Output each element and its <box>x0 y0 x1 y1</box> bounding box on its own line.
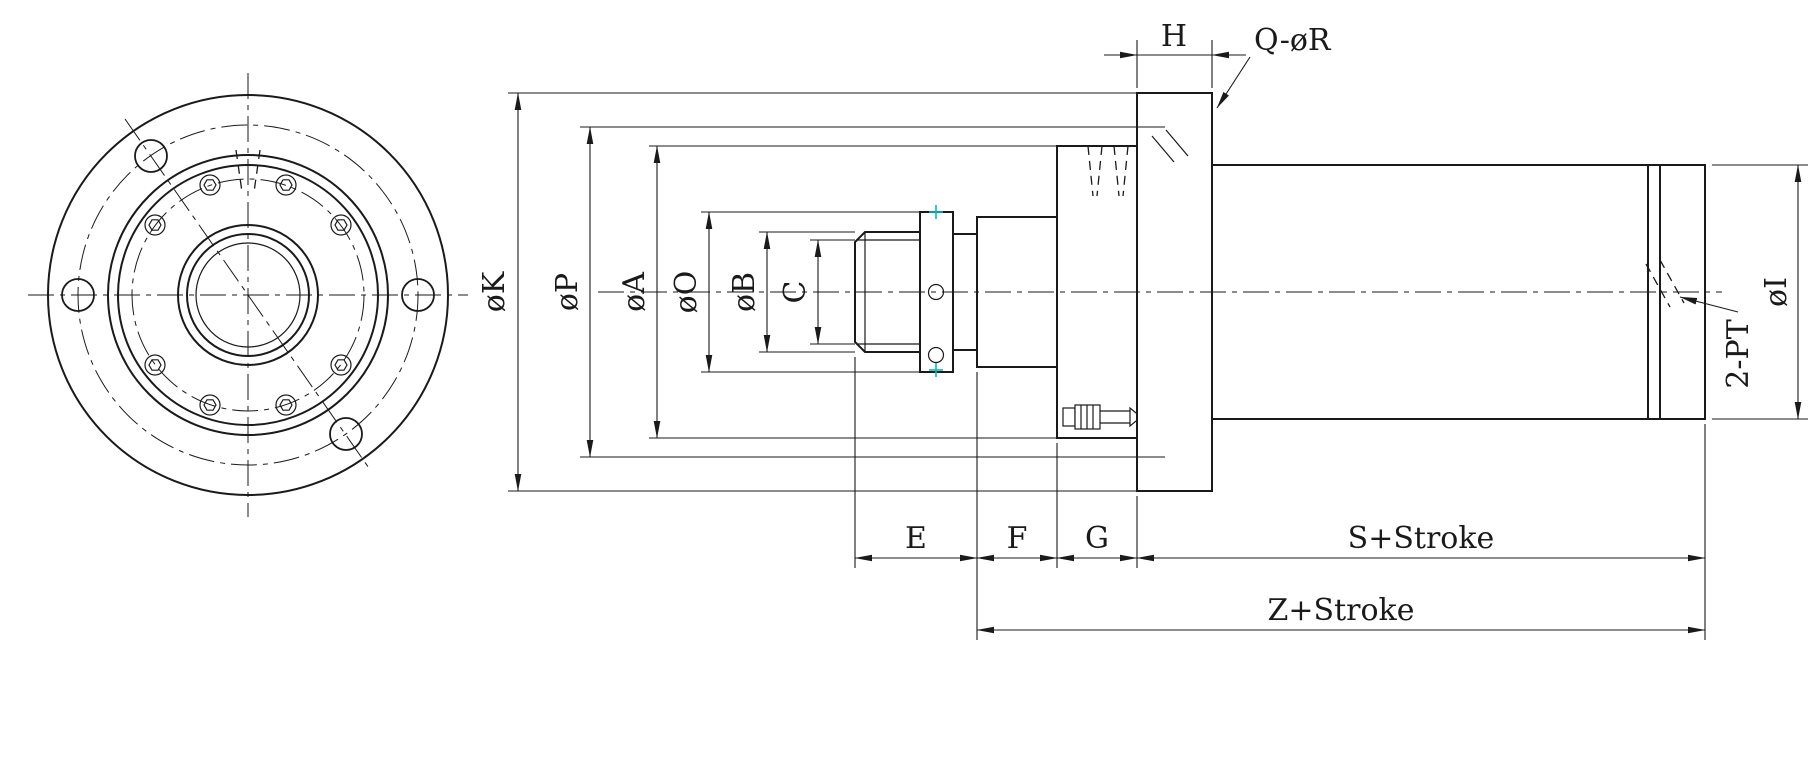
nut-cross-hole <box>927 346 945 364</box>
dim-label-dia-o: øO <box>669 271 704 314</box>
diagonal-centerline <box>124 118 372 472</box>
hidden-port-line <box>253 149 261 193</box>
dim-label-z-stroke: Z+Stroke <box>1268 593 1415 628</box>
flange-slant-mark <box>1165 129 1189 157</box>
dim-label-e: E <box>905 521 927 556</box>
dimension-annotations: øK øP øA øO øB C H Q-øR øI 2-PT E F G S+… <box>477 19 1808 640</box>
dim-label-f: F <box>1007 521 1028 556</box>
bleed-fitting <box>1062 404 1142 430</box>
leader-q-r <box>1216 56 1251 109</box>
hidden-port-line <box>1659 259 1685 304</box>
leader-2-pt <box>1679 296 1739 313</box>
dim-label-dia-b: øB <box>727 272 762 312</box>
dim-label-dia-p: øP <box>550 273 585 311</box>
hidden-tie-rod-holes <box>1087 145 1129 197</box>
callout-label-q-r: Q-øR <box>1254 23 1332 58</box>
hidden-port-line <box>235 149 243 193</box>
dim-label-dia-a: øA <box>617 272 652 312</box>
dim-label-h: H <box>1161 19 1187 54</box>
callout-label-2-pt: 2-PT <box>1721 319 1756 388</box>
side-view-cylinder <box>598 92 1722 492</box>
dim-label-dia-i: øI <box>1759 277 1794 307</box>
dim-label-g: G <box>1085 521 1109 556</box>
socket-screw <box>144 354 166 376</box>
front-view-flange <box>28 73 468 517</box>
dim-label-c: C <box>778 281 813 304</box>
cad-point-marker <box>929 205 943 219</box>
hidden-port-line <box>1645 263 1671 308</box>
dim-label-dia-k: øK <box>477 271 512 312</box>
cad-point-marker <box>929 363 943 377</box>
flange-slant-mark <box>1151 135 1175 163</box>
dim-label-s-stroke: S+Stroke <box>1348 521 1495 556</box>
extension-lines <box>508 40 1808 640</box>
socket-screw <box>330 354 352 376</box>
